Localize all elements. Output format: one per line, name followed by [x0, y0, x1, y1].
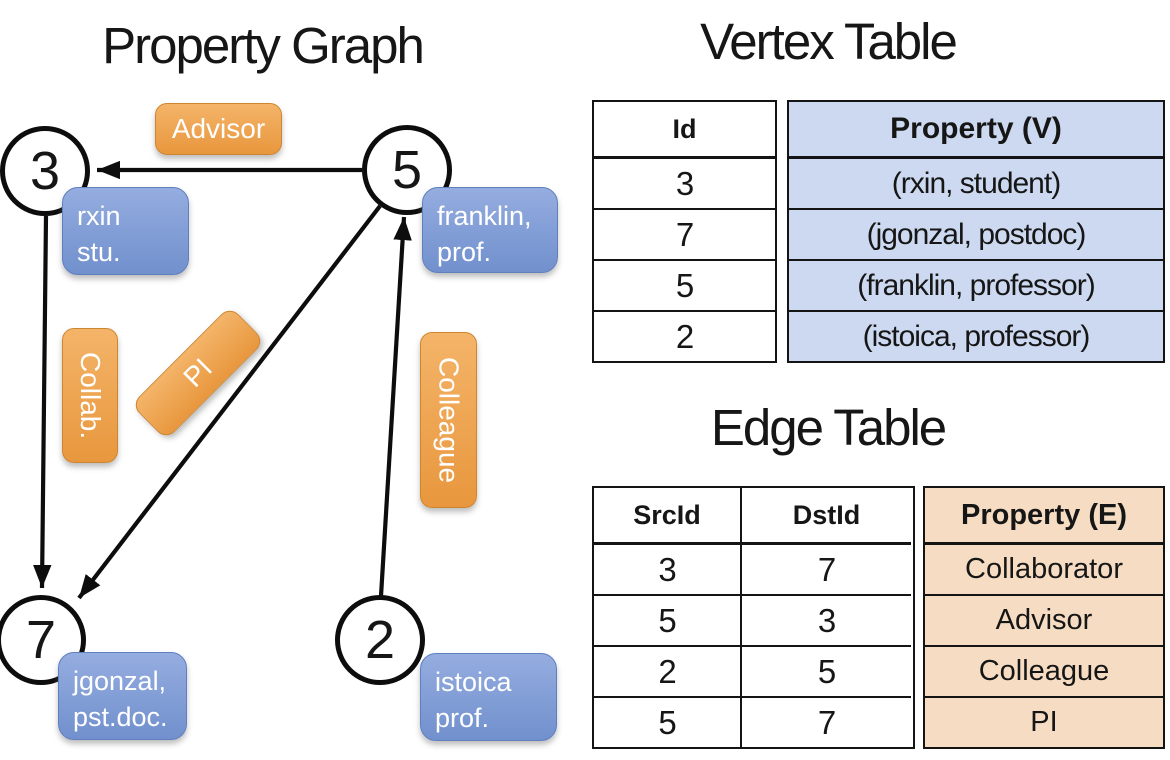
graph-edges	[33, 160, 412, 600]
table-cell: 5	[594, 696, 740, 747]
table-cell: Collaborator	[925, 543, 1163, 594]
table-cell: 5	[740, 645, 911, 696]
edge-label-advisor: Advisor	[155, 103, 282, 155]
table-cell: (istoica, professor)	[789, 310, 1163, 361]
table-cell: 3	[740, 594, 911, 645]
table-cell: 3	[594, 157, 775, 208]
edge-table: SrcId DstId 3 7 5 3 2 5 5 7 Property (E)…	[592, 486, 1165, 749]
vertex-table-property-column: Property (V) (rxin, student) (jgonzal, p…	[787, 100, 1165, 363]
table-cell: 2	[594, 645, 740, 696]
vertex-property-box-jgonzal: jgonzal, pst.doc.	[58, 652, 187, 740]
table-cell: (jgonzal, postdoc)	[789, 208, 1163, 259]
vertex-id: 5	[391, 140, 423, 200]
table-cell: (rxin, student)	[789, 157, 1163, 208]
edge-label-collab: Collab.	[62, 328, 118, 463]
edge-table-id-columns: SrcId DstId 3 7 5 3 2 5 5 7	[592, 486, 915, 749]
vertex-property-box-franklin: franklin, prof.	[422, 187, 558, 273]
vertex-property-line: istoica	[435, 667, 512, 697]
vertex-table-title: Vertex Table	[700, 13, 958, 70]
column-header-id: Id	[594, 102, 775, 157]
table-cell: 7	[594, 208, 775, 259]
vertex-property-line: prof.	[437, 236, 492, 267]
vertex-id: 3	[29, 141, 61, 201]
vertex-property-box-istoica: istoica prof.	[420, 653, 557, 741]
vertex-property-line: rxin	[77, 201, 121, 231]
vertex-property-line: stu.	[77, 236, 121, 267]
table-cell: 7	[740, 543, 911, 594]
vertex-circle-2: 2	[335, 595, 425, 685]
table-cell: Colleague	[925, 645, 1163, 696]
table-cell: 5	[594, 594, 740, 645]
vertex-table-id-column: Id 3 7 5 2	[592, 100, 777, 363]
edge-pi-arrow	[77, 204, 382, 600]
table-cell: (franklin, professor)	[789, 259, 1163, 310]
column-header-dstid: DstId	[740, 488, 911, 543]
vertex-property-line: franklin,	[437, 201, 532, 231]
vertex-id: 2	[364, 610, 396, 670]
table-cell: 3	[594, 543, 740, 594]
property-graph-title: Property Graph	[102, 17, 425, 74]
vertex-property-line: pst.doc.	[73, 701, 168, 732]
edge-table-property-column: Property (E) Collaborator Advisor Collea…	[923, 486, 1165, 749]
vertex-property-box-rxin: rxin stu.	[62, 187, 189, 275]
vertex-table: Id 3 7 5 2 Property (V) (rxin, student) …	[592, 100, 1165, 363]
vertex-property-line: prof.	[435, 702, 490, 733]
edge-collab-arrow	[33, 215, 52, 589]
vertex-id: 7	[25, 610, 57, 670]
column-header-property-v: Property (V)	[789, 102, 1163, 157]
column-header-srcid: SrcId	[594, 488, 740, 543]
column-header-property-e: Property (E)	[925, 488, 1163, 543]
table-cell: PI	[925, 696, 1163, 747]
edge-label-colleague: Colleague	[420, 332, 477, 508]
table-cell: Advisor	[925, 594, 1163, 645]
edge-colleague-arrow	[378, 216, 412, 597]
vertex-circle-5: 5	[362, 125, 452, 215]
table-cell: 5	[594, 259, 775, 310]
vertex-property-line: jgonzal,	[73, 666, 167, 696]
edge-table-title: Edge Table	[710, 399, 947, 456]
table-cell: 7	[740, 696, 911, 747]
table-cell: 2	[594, 310, 775, 361]
